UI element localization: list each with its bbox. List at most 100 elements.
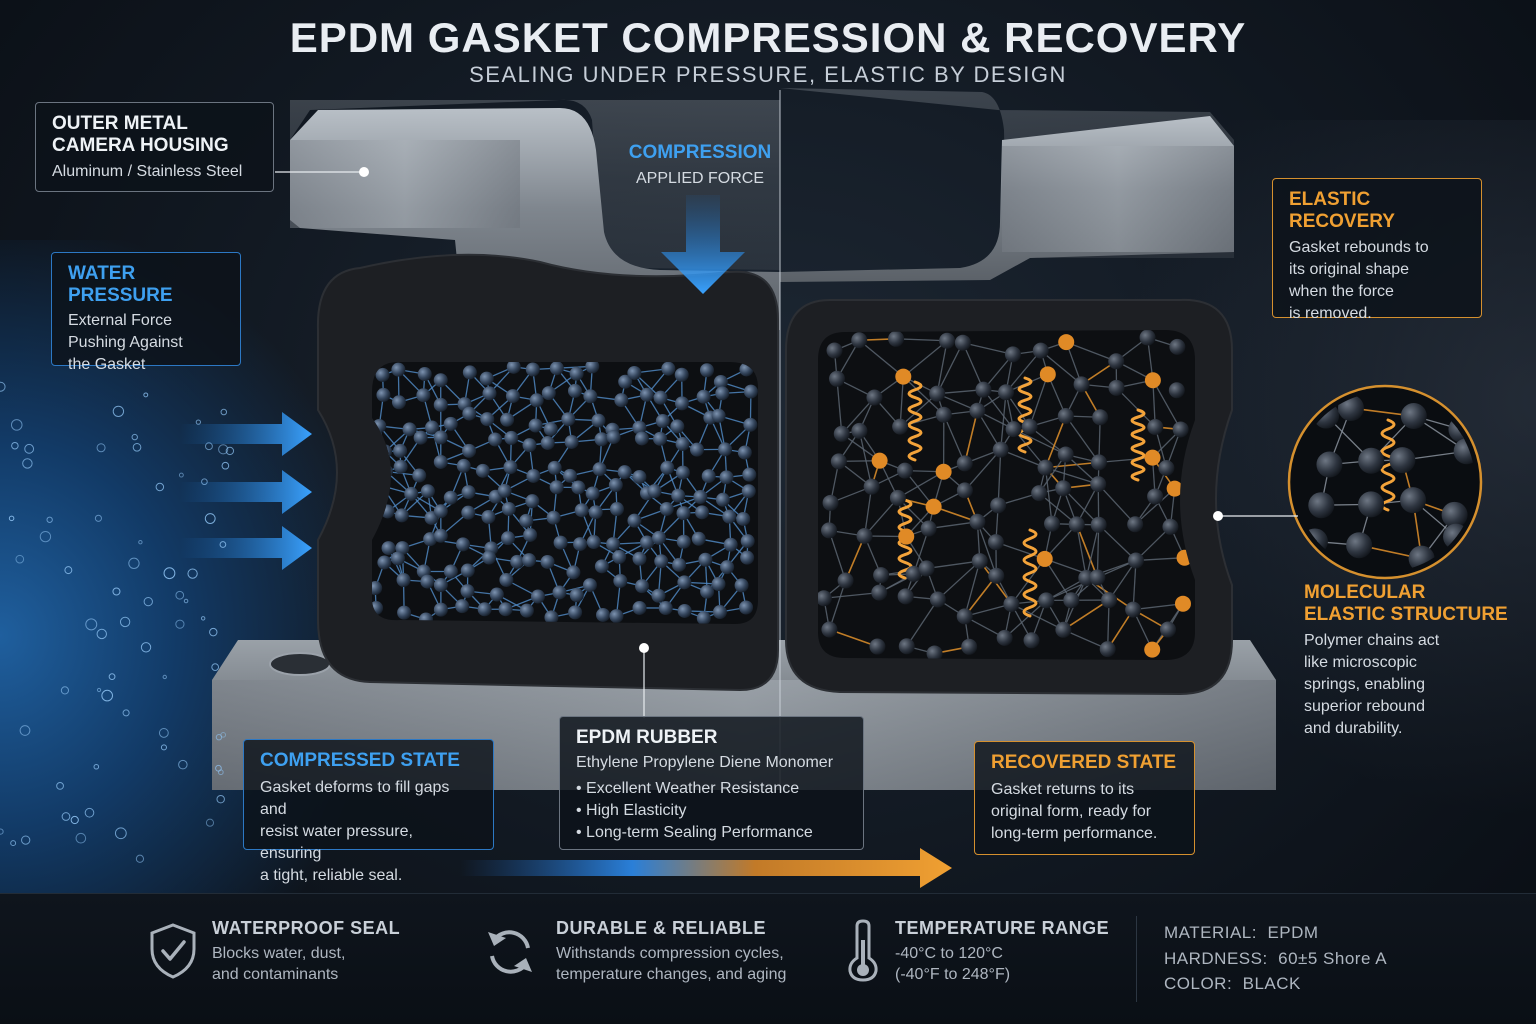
polymer-atom xyxy=(569,588,584,603)
polymer-bond xyxy=(963,410,979,464)
polymer-atom xyxy=(719,470,734,485)
footer-divider xyxy=(1136,916,1137,1002)
water-bubble xyxy=(108,673,116,681)
water-bubble xyxy=(200,616,206,621)
molecular-title-line1: MOLECULAR xyxy=(1304,582,1426,603)
water-bubble xyxy=(132,442,142,452)
polymer-bond xyxy=(1097,483,1136,525)
water-bubble xyxy=(138,540,143,545)
water-bubble xyxy=(85,618,98,631)
water-bubble xyxy=(205,818,215,827)
polymer-atom xyxy=(873,567,890,584)
water-bubble xyxy=(10,419,23,431)
polymer-atom xyxy=(522,553,537,568)
elastic-line1: Gasket rebounds to xyxy=(1289,239,1429,256)
polymer-atom xyxy=(498,602,513,617)
polymer-atom xyxy=(691,531,706,546)
polymer-bond xyxy=(964,575,997,617)
polymer-atom xyxy=(546,510,561,525)
polymer-atom xyxy=(402,422,417,437)
polymer-atom xyxy=(1055,480,1072,497)
polymer-atom xyxy=(480,412,495,427)
polymer-atom xyxy=(737,445,752,460)
polymer-bond xyxy=(1062,599,1110,631)
water-bubble xyxy=(135,854,145,863)
polymer-bond xyxy=(897,471,944,499)
polymer-atom xyxy=(821,621,838,638)
polymer-atom xyxy=(742,467,757,482)
spec-hardness: HARDNESS: 60±5 Shore A xyxy=(1164,946,1387,972)
polymer-atom xyxy=(658,601,673,616)
polymer-atom xyxy=(519,603,534,618)
polymer-atom xyxy=(1144,449,1161,466)
water-bubble xyxy=(11,441,19,450)
polymer-atom xyxy=(489,587,504,602)
water-bubble xyxy=(215,734,223,741)
elastic-line3: when the force xyxy=(1289,283,1394,300)
polymer-atom xyxy=(375,367,390,382)
water-bubble xyxy=(114,827,127,840)
polymer-atom xyxy=(609,609,624,624)
polymer-atom xyxy=(954,334,971,351)
water-line2: Pushing Against xyxy=(68,334,183,351)
polymer-atom xyxy=(544,610,559,624)
polymer-atom xyxy=(594,559,609,574)
spec-list: MATERIAL: EPDM HARDNESS: 60±5 Shore A CO… xyxy=(1164,920,1387,997)
polymer-bond xyxy=(858,430,873,487)
compressed-line2: resist water pressure, ensuring xyxy=(260,823,413,862)
compressed-state-callout: COMPRESSED STATE Gasket deforms to fill … xyxy=(243,739,494,884)
water-bubble xyxy=(60,686,70,695)
polymer-atom xyxy=(614,393,629,408)
polymer-spring xyxy=(1017,376,1033,454)
polymer-atom xyxy=(443,564,458,579)
polymer-atom xyxy=(701,469,716,484)
polymer-atom xyxy=(818,590,832,607)
molecular-title-line2: ELASTIC STRUCTURE xyxy=(1304,604,1508,625)
molecular-callout: MOLECULAR ELASTIC STRUCTURE Polymer chai… xyxy=(1304,582,1529,740)
polymer-atom xyxy=(1125,601,1142,618)
polymer-atom xyxy=(526,468,541,483)
polymer-atom xyxy=(863,478,880,495)
molecular-line1: Polymer chains act xyxy=(1304,632,1440,649)
polymer-atom xyxy=(699,363,714,378)
polymer-atom xyxy=(482,550,497,565)
water-bubble xyxy=(93,763,100,770)
water-bubble xyxy=(119,616,131,628)
polymer-atom xyxy=(443,416,458,431)
polymer-atom xyxy=(826,342,843,359)
refresh-cycle-icon xyxy=(488,930,532,974)
polymer-bond xyxy=(1075,524,1099,578)
polymer-atom xyxy=(676,506,691,521)
housing-title-line1: OUTER METAL xyxy=(52,113,188,134)
polymer-atom xyxy=(1073,376,1090,393)
polymer-atom xyxy=(596,607,611,622)
water-bubble xyxy=(140,642,152,653)
polymer-atom xyxy=(712,605,727,620)
polymer-bond xyxy=(964,449,1002,491)
polymer-atom xyxy=(929,591,946,608)
polymer-atom xyxy=(743,417,758,432)
polymer-atom xyxy=(540,554,555,569)
polymer-atom xyxy=(433,397,448,412)
polymer-atom xyxy=(898,528,915,545)
polymer-atom xyxy=(632,551,647,566)
polymer-atom xyxy=(1101,592,1118,609)
polymer-atom xyxy=(715,386,730,401)
feature-line2: and contaminants xyxy=(212,966,339,983)
polymer-atom xyxy=(479,371,494,386)
water-bubble xyxy=(56,782,64,790)
polymer-atom xyxy=(525,494,540,509)
polymer-atom xyxy=(866,389,883,406)
polymer-atom xyxy=(676,534,691,549)
polymer-atom xyxy=(975,381,992,398)
polymer-atom xyxy=(647,484,662,499)
polymer-atom xyxy=(525,362,540,377)
polymer-atom xyxy=(500,412,515,427)
water-bubble xyxy=(221,461,230,470)
polymer-atom xyxy=(897,588,914,605)
feature-durable: DURABLE & RELIABLE Withstands compressio… xyxy=(556,918,786,985)
polymer-atom xyxy=(651,588,666,603)
polymer-atom xyxy=(417,367,432,382)
polymer-atom xyxy=(585,486,600,501)
polymer-bond xyxy=(1133,603,1184,611)
